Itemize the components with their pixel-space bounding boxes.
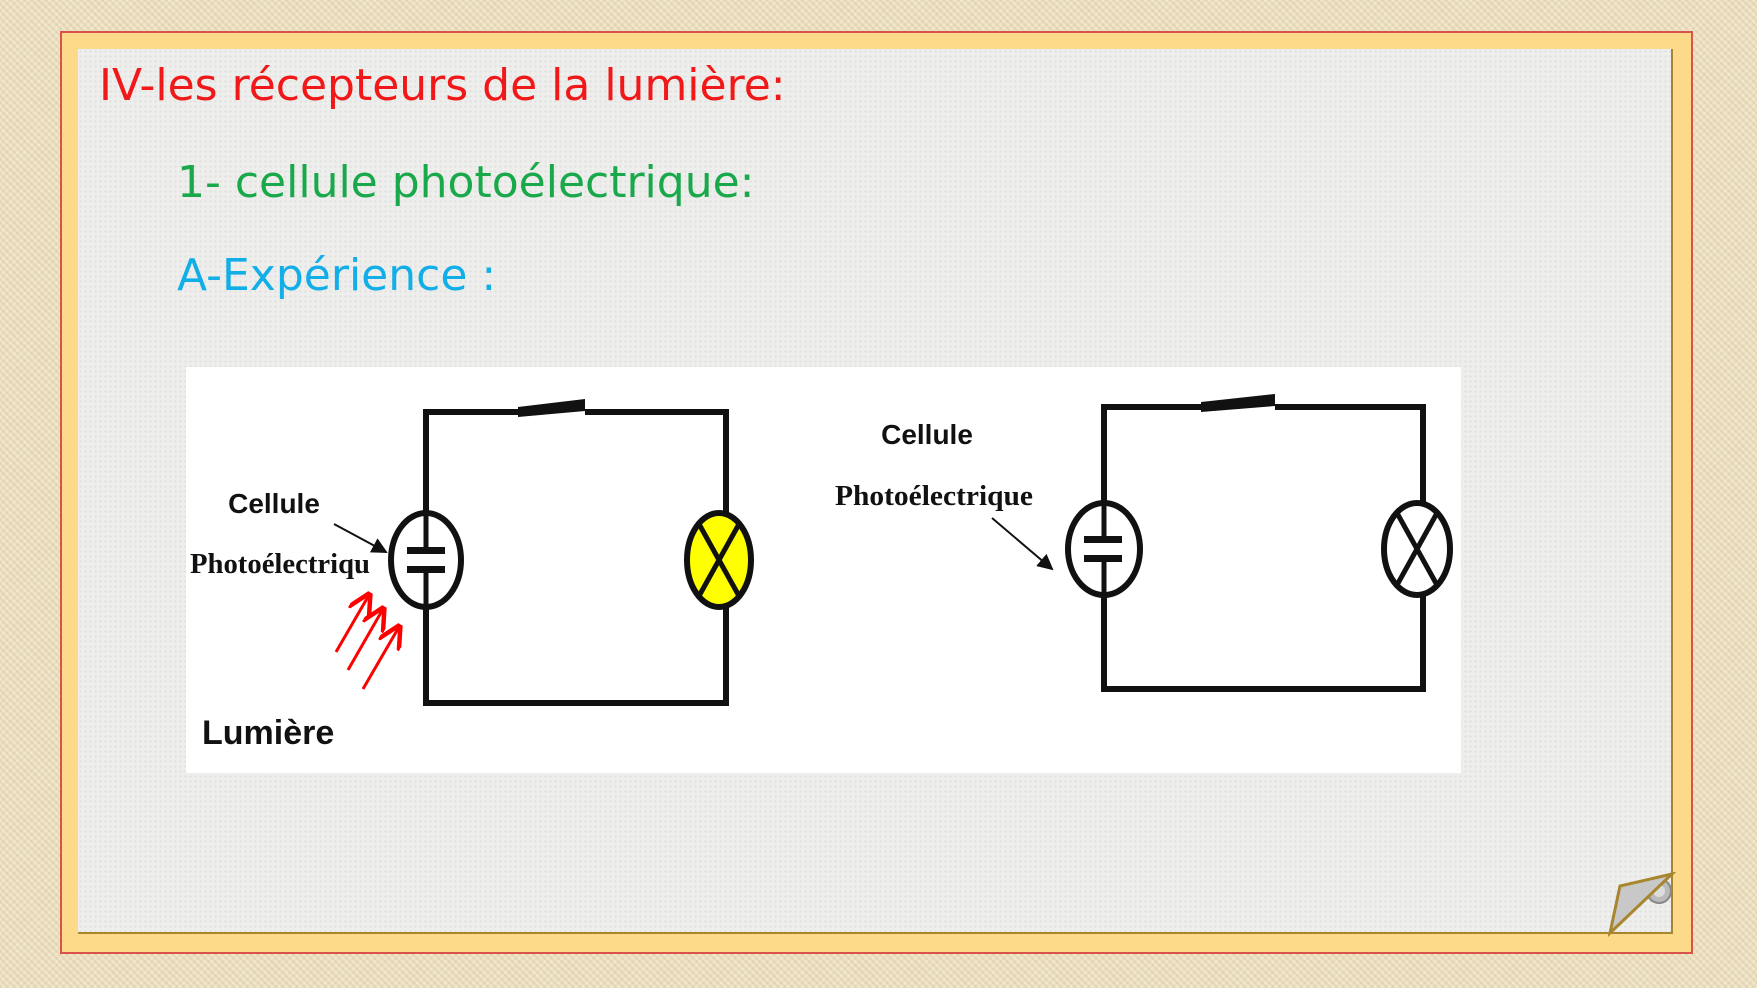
right-switch [1201,394,1275,412]
light-rays-icon [334,595,399,690]
slide-title: IV-les récepteurs de la lumière: [99,60,786,111]
left-circuit: Cellule Photoélectriqu Lumière [190,399,754,752]
right-label-photoelectrique: Photoélectrique [835,481,1033,512]
circuit-figure: Cellule Photoélectriqu Lumière Cellule P… [186,367,1461,773]
right-photocell-icon [1065,500,1143,598]
section-heading: 1- cellule photoélectrique: [177,157,755,208]
left-photocell-icon [388,510,464,610]
right-circuit: Cellule Photoélectrique [835,394,1453,692]
left-label-arrow [333,523,388,553]
right-label-arrow [991,517,1054,571]
right-wires [1101,404,1426,692]
page-curl-icon [1608,872,1677,937]
left-lamp-on-icon [684,510,754,610]
left-label-cellule: Cellule [228,488,320,519]
left-label-photoelectrique: Photoélectriqu [190,549,370,580]
right-label-cellule: Cellule [881,419,973,450]
left-switch [518,399,585,417]
subsection-heading: A-Expérience : [177,250,497,301]
right-lamp-off-icon [1381,500,1453,598]
light-label: Lumière [202,714,334,752]
left-wires [423,409,729,706]
